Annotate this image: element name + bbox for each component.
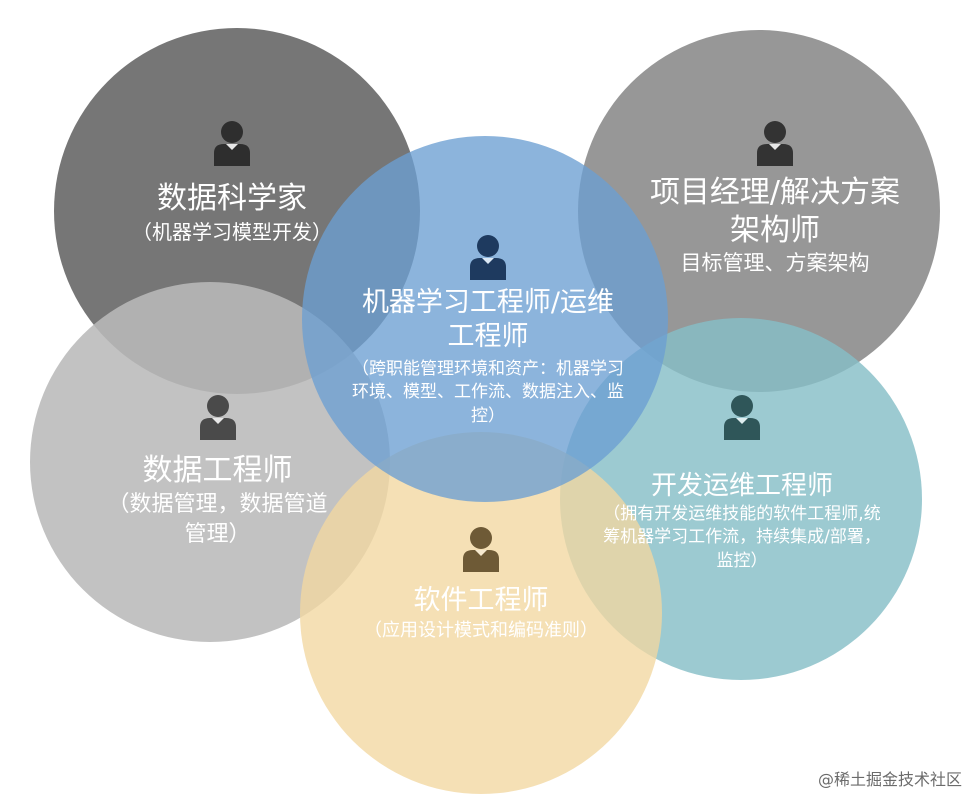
ml-engineer-title: 机器学习工程师/运维工程师	[361, 287, 615, 352]
person-icon	[470, 235, 506, 280]
person-icon	[214, 121, 250, 166]
devops-engineer-desc: （拥有开发运维技能的软件工程师,统筹机器学习工作流，持续集成/部署，监控）	[603, 503, 881, 572]
ml-engineer-desc: （跨职能管理环境和资产：机器学习环境、模型、工作流、数据注入、监控）	[352, 358, 624, 427]
person-icon	[199, 395, 236, 440]
software-engineer-node: 软件工程师 （应用设计模式和编码准则）	[336, 524, 626, 643]
data-scientist-title: 数据科学家	[157, 181, 307, 216]
data-engineer-node: 数据工程师 （数据管理，数据管道管理）	[100, 392, 335, 551]
ml-engineer-circle	[302, 136, 668, 502]
person-icon	[724, 395, 760, 440]
person-icon	[757, 121, 793, 166]
project-manager-title: 项目经理/解决方案架构师	[649, 175, 901, 248]
data-scientist-node: 数据科学家 （机器学习模型开发）	[82, 118, 382, 246]
data-engineer-desc: （数据管理，数据管道管理）	[107, 491, 328, 548]
project-manager-node: 项目经理/解决方案架构师 目标管理、方案架构	[640, 118, 910, 278]
data-scientist-desc: （机器学习模型开发）	[132, 219, 332, 244]
watermark-text: @稀土掘金技术社区	[817, 770, 962, 789]
person-icon	[463, 527, 499, 572]
project-manager-desc: 目标管理、方案架构	[680, 251, 870, 275]
devops-engineer-node: 开发运维工程师 （拥有开发运维技能的软件工程师,统筹机器学习工作流，持续集成/部…	[598, 392, 886, 574]
software-engineer-desc: （应用设计模式和编码准则）	[364, 619, 598, 641]
devops-engineer-title: 开发运维工程师	[650, 471, 833, 501]
software-engineer-title: 软件工程师	[413, 585, 549, 616]
ml-engineer-node: 机器学习工程师/运维工程师 （跨职能管理环境和资产：机器学习环境、模型、工作流、…	[350, 232, 626, 429]
data-engineer-title: 数据工程师	[142, 453, 293, 488]
